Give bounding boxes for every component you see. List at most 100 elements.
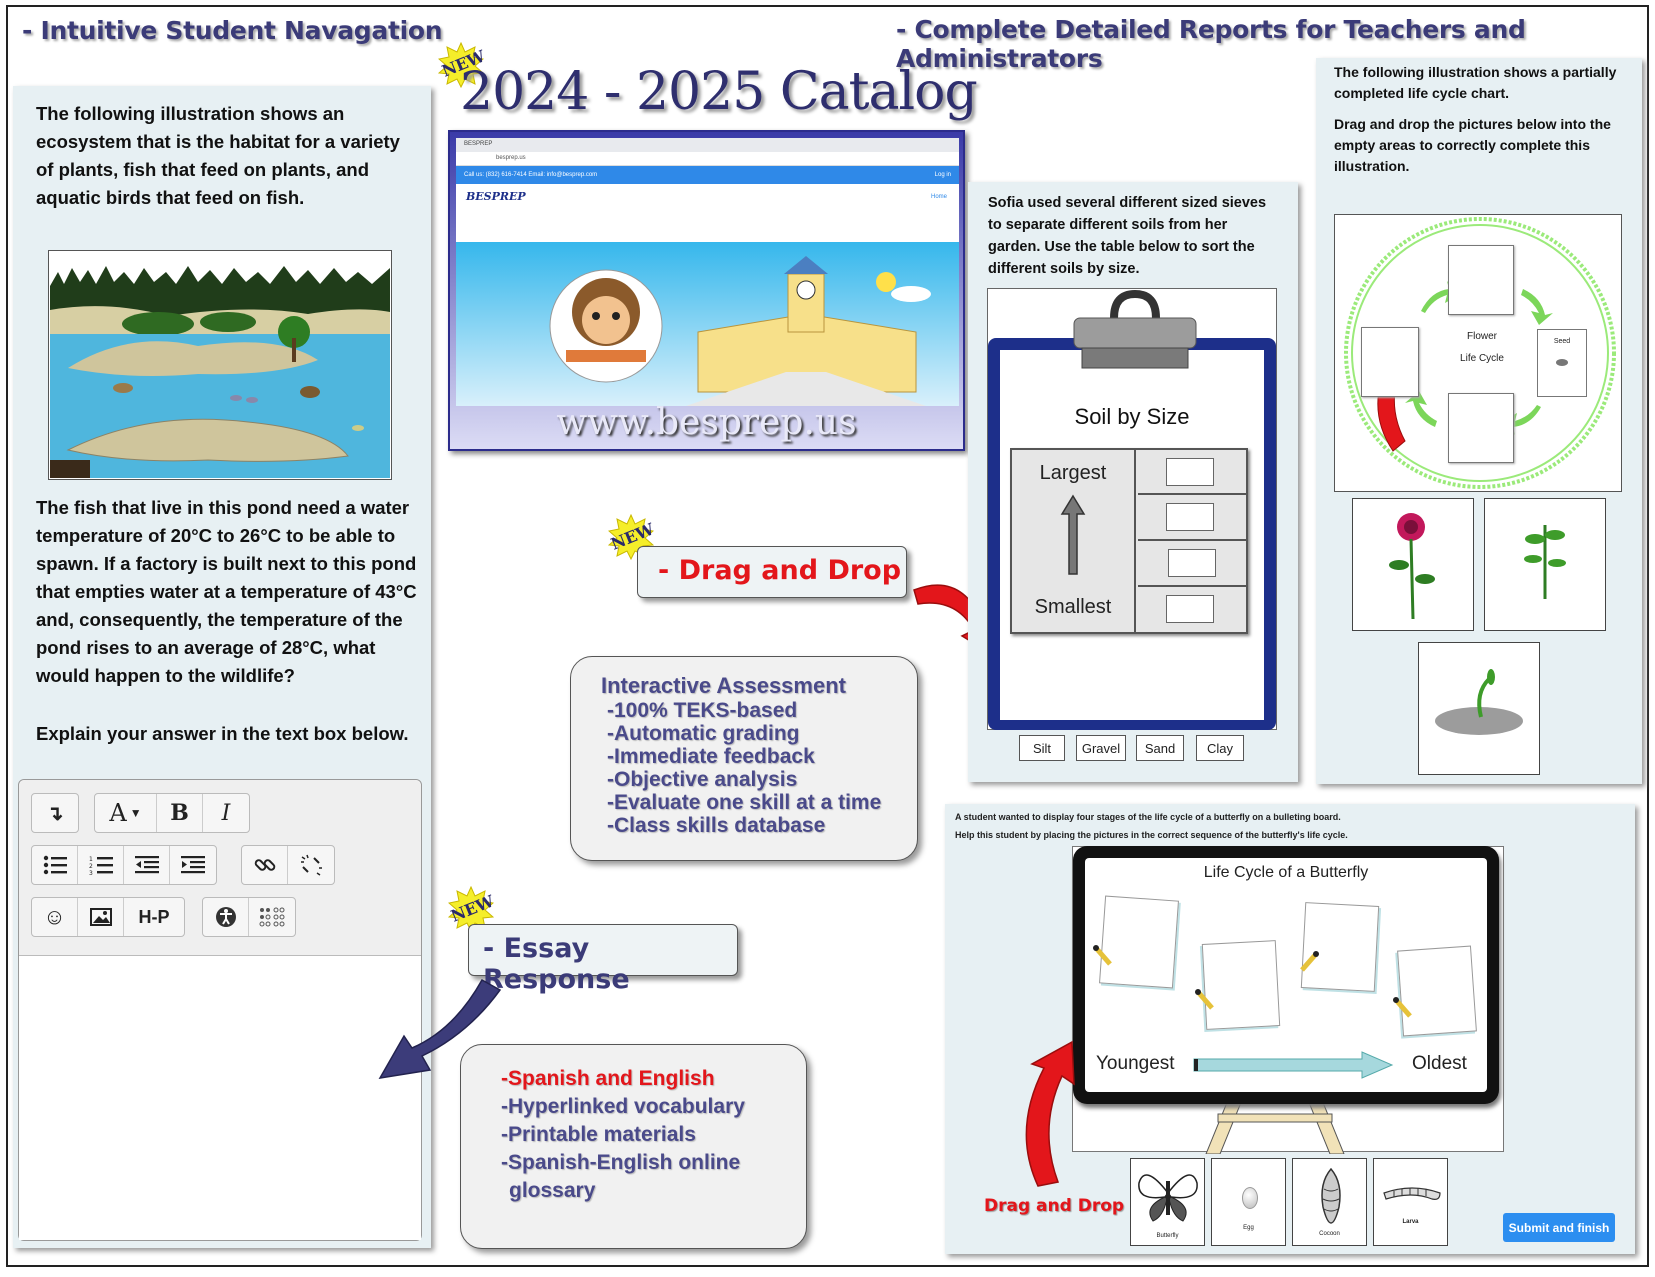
drop-slot-1[interactable] bbox=[1138, 450, 1248, 495]
clipboard-title: Soil by Size bbox=[1074, 404, 1190, 429]
drop-target[interactable] bbox=[1166, 503, 1214, 531]
list-item: -Hyperlinked vocabulary bbox=[501, 1095, 745, 1118]
indent-icon[interactable] bbox=[170, 846, 216, 884]
life-cycle-chart: Seed Flower Life Cycle bbox=[1334, 214, 1622, 492]
oldest-label: Oldest bbox=[1412, 1053, 1467, 1074]
drop-slot-4[interactable] bbox=[1138, 587, 1248, 632]
easel-icon bbox=[1205, 1100, 1345, 1154]
list-item: -Spanish and English bbox=[501, 1067, 715, 1090]
card-label: Egg bbox=[1243, 1225, 1254, 1231]
submit-and-finish-button[interactable]: Submit and finish bbox=[1503, 1213, 1615, 1242]
catalog-title: 2024 - 2025 Catalog bbox=[460, 62, 978, 122]
essay-response-label: - Essay Response bbox=[483, 933, 630, 995]
toolbar-group-accessibility bbox=[202, 897, 296, 937]
butterfly-drop-slot-3[interactable] bbox=[1300, 902, 1380, 992]
youngest-to-oldest-arrow-icon bbox=[1193, 1051, 1394, 1079]
draggable-butterfly-card[interactable]: Butterfly bbox=[1130, 1158, 1205, 1246]
seed-label: Seed bbox=[1553, 338, 1571, 345]
pin-icon bbox=[1300, 951, 1319, 972]
braille-icon[interactable] bbox=[249, 898, 295, 936]
emoji-icon[interactable]: ☺ bbox=[32, 898, 78, 936]
drop-slot-3[interactable] bbox=[1138, 541, 1248, 587]
essay-text-area[interactable] bbox=[19, 957, 421, 1240]
list-item: -Immediate feedback bbox=[607, 745, 815, 768]
smallest-label: Smallest bbox=[1034, 596, 1112, 618]
soil-option-gravel[interactable]: Gravel bbox=[1076, 735, 1126, 761]
language-features-box: -Spanish and English -Hyperlinked vocabu… bbox=[460, 1044, 807, 1249]
drag-drop-label: - Drag and Drop bbox=[658, 555, 902, 586]
h5p-icon[interactable]: H-P bbox=[138, 906, 170, 927]
bullet-list-icon[interactable] bbox=[32, 846, 78, 884]
draggable-seedling-card[interactable] bbox=[1418, 642, 1540, 775]
unlink-icon[interactable] bbox=[288, 846, 334, 884]
card-label: Butterfly bbox=[1156, 1233, 1179, 1239]
list-item: -Class skills database bbox=[607, 814, 826, 837]
life-cycle-seed-card: Seed bbox=[1537, 329, 1587, 397]
draggable-rose-card[interactable] bbox=[1352, 498, 1474, 631]
soil-option-clay[interactable]: Clay bbox=[1196, 735, 1244, 761]
pin-icon bbox=[1093, 945, 1112, 966]
larva-icon bbox=[1383, 1187, 1441, 1200]
header-student-navigation: - Intuitive Student Navagation bbox=[22, 16, 443, 45]
draggable-sprout-card[interactable] bbox=[1484, 498, 1606, 631]
accessibility-icon[interactable] bbox=[203, 898, 249, 936]
drop-target[interactable] bbox=[1166, 458, 1214, 486]
ecosystem-instruction: Explain your answer in the text box belo… bbox=[36, 723, 409, 744]
butterfly-drop-slot-1[interactable] bbox=[1099, 895, 1179, 989]
list-item: -Objective analysis bbox=[607, 768, 798, 791]
toolbar-group-links bbox=[241, 845, 335, 885]
draggable-cocoon-card[interactable]: Cocoon bbox=[1292, 1158, 1367, 1246]
draggable-larva-card[interactable]: Larva bbox=[1373, 1158, 1448, 1246]
cocoon-icon bbox=[1321, 1167, 1341, 1224]
enter-icon[interactable]: ↴ bbox=[46, 802, 64, 825]
soil-sort-table: Largest Smallest bbox=[1010, 448, 1248, 634]
youngest-label: Youngest bbox=[1096, 1053, 1175, 1074]
outdent-icon[interactable] bbox=[124, 846, 170, 884]
drag-drop-hint: Drag and Drop bbox=[984, 1196, 1125, 1216]
drop-slot-2[interactable] bbox=[1138, 495, 1248, 541]
drop-target[interactable] bbox=[1166, 595, 1214, 623]
pin-icon bbox=[1195, 989, 1214, 1010]
link-icon[interactable] bbox=[242, 846, 288, 884]
essay-response-callout: - Essay Response bbox=[468, 924, 738, 995]
language-list: -Spanish and English -Hyperlinked vocabu… bbox=[501, 1065, 745, 1205]
butterfly-prompt-1: A student wanted to display four stages … bbox=[955, 812, 1341, 822]
arrow-to-editor-icon bbox=[378, 978, 502, 1079]
seedling-icon bbox=[1435, 669, 1523, 735]
soil-option-sand[interactable]: Sand bbox=[1136, 735, 1184, 761]
soil-option-silt[interactable]: Silt bbox=[1019, 735, 1065, 761]
font-size-icon[interactable]: A▼ bbox=[95, 794, 157, 832]
contact-bar: Call us: (832) 616-7414 Email: info@besp… bbox=[456, 166, 959, 184]
pond-illustration bbox=[48, 250, 392, 480]
list-item: -Automatic grading bbox=[607, 722, 800, 745]
life-cycle-empty-slot-bottom[interactable] bbox=[1448, 393, 1514, 463]
size-scale-column: Largest Smallest bbox=[1012, 450, 1136, 632]
butterfly-prompt-2: Help this student by placing the picture… bbox=[955, 830, 1348, 840]
website-url-banner: www.besprep.us bbox=[556, 402, 857, 443]
header-reports: - Complete Detailed Reports for Teachers… bbox=[896, 15, 1526, 73]
butterfly-drop-slot-2[interactable] bbox=[1201, 940, 1281, 1030]
life-cycle-empty-slot-left[interactable] bbox=[1361, 327, 1419, 397]
ecosystem-body: The fish that live in this pond need a w… bbox=[36, 497, 417, 686]
svg-text:1: 1 bbox=[89, 856, 93, 863]
toolbar-group-enter: ↴ bbox=[31, 793, 79, 833]
list-item: -Evaluate one skill at a time bbox=[607, 791, 882, 814]
image-icon[interactable] bbox=[78, 898, 124, 936]
life-cycle-center-line2: Life Cycle bbox=[1460, 353, 1504, 364]
largest-label: Largest bbox=[1039, 462, 1107, 484]
toolbar-group-media: ☺ H-P bbox=[31, 897, 185, 937]
egg-icon bbox=[1242, 1187, 1258, 1209]
butterfly-icon bbox=[1138, 1174, 1198, 1222]
drop-target[interactable] bbox=[1168, 549, 1216, 577]
butterfly-drop-slot-4[interactable] bbox=[1397, 945, 1477, 1037]
list-item: -Printable materials bbox=[501, 1123, 696, 1146]
italic-icon[interactable]: I bbox=[221, 800, 231, 826]
interactive-list: -100% TEKS-based -Automatic grading -Imm… bbox=[607, 699, 881, 837]
draggable-egg-card[interactable]: Egg bbox=[1211, 1158, 1286, 1246]
clip-icon bbox=[1073, 290, 1197, 369]
card-label: Larva bbox=[1402, 1219, 1419, 1225]
bold-icon[interactable]: B bbox=[157, 794, 203, 832]
life-cycle-empty-slot-top[interactable] bbox=[1448, 245, 1514, 315]
